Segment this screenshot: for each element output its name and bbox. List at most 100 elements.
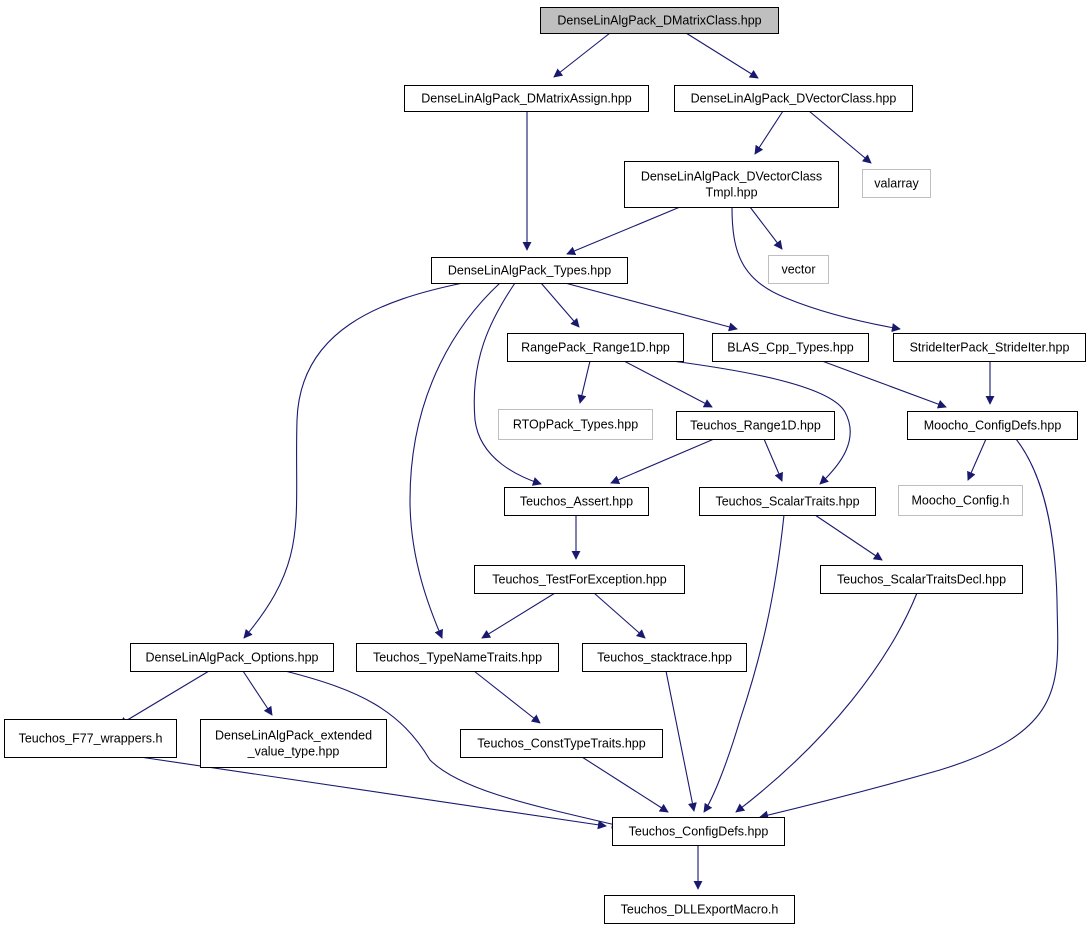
node-label: Teuchos_TypeNameTraits.hpp [373, 651, 542, 665]
node-rtop-types: RTOpPack_Types.hpp [498, 409, 653, 440]
node-label: RTOpPack_Types.hpp [513, 418, 638, 432]
node-vector: vector [768, 255, 829, 284]
edge-blas-types-to-moocho-configdefs [821, 360, 947, 409]
node-label: DenseLinAlgPack_DVectorClass [641, 170, 822, 184]
edge-dvector-tmpl-to-strideiter [731, 206, 901, 333]
node-extended-value[interactable]: DenseLinAlgPack_extended _value_type.hpp [200, 719, 387, 768]
node-label: Teuchos_ConfigDefs.hpp [629, 825, 769, 839]
node-label: Moocho_Config.h [912, 494, 1010, 508]
edge-moocho-configdefs-to-moocho-config [967, 438, 987, 481]
node-range1d[interactable]: RangePack_Range1D.hpp [507, 333, 684, 362]
node-label: StrideIterPack_StrideIter.hpp [910, 341, 1070, 355]
node-teuchos-configdefs[interactable]: Teuchos_ConfigDefs.hpp [612, 817, 785, 846]
node-typenametraits[interactable]: Teuchos_TypeNameTraits.hpp [356, 643, 559, 672]
edge-scalartraitsdecl-to-teuchos-configdefs [735, 592, 918, 813]
node-box [712, 333, 869, 362]
edge-f77-wrappers-to-teuchos-configdefs [139, 756, 607, 830]
node-box [504, 487, 649, 516]
node-label: BLAS_Cpp_Types.hpp [727, 341, 854, 355]
node-dmatrix-assign[interactable]: DenseLinAlgPack_DMatrixAssign.hpp [404, 85, 649, 112]
node-label: DenseLinAlgPack_DMatrixAssign.hpp [421, 92, 632, 106]
node-box [768, 255, 829, 284]
edge-stacktrace-to-teuchos-configdefs [665, 670, 697, 812]
edge-range1d-to-teuchos-range1d [623, 360, 713, 408]
node-label: DenseLinAlgPack_Options.hpp [145, 651, 318, 665]
node-scalartraitsdecl[interactable]: Teuchos_ScalarTraitsDecl.hpp [820, 565, 1023, 594]
node-box [404, 85, 649, 112]
node-blas-types[interactable]: BLAS_Cpp_Types.hpp [712, 333, 869, 362]
node-box [676, 411, 835, 440]
edge-teuchos-range1d-to-teuchos-assert [610, 438, 715, 484]
node-box [604, 895, 795, 924]
node-label: Teuchos_stacktrace.hpp [597, 651, 732, 665]
node-box [582, 643, 747, 672]
node-strideiter[interactable]: StrideIterPack_StrideIter.hpp [893, 333, 1086, 362]
node-dllexport[interactable]: Teuchos_DLLExportMacro.h [604, 895, 795, 924]
node-valarray: valarray [862, 169, 931, 198]
edge-types-to-range1d [540, 282, 580, 328]
node-stacktrace[interactable]: Teuchos_stacktrace.hpp [582, 643, 747, 672]
edge-scalartraits-to-teuchos-configdefs [703, 514, 785, 813]
node-box [507, 333, 684, 362]
node-options[interactable]: DenseLinAlgPack_Options.hpp [130, 643, 334, 672]
node-box [356, 643, 559, 672]
node-box [474, 565, 685, 594]
node-box [4, 719, 177, 758]
node-label: Teuchos_ScalarTraits.hpp [715, 495, 859, 509]
node-types[interactable]: DenseLinAlgPack_Types.hpp [431, 257, 628, 284]
edge-moocho-configdefs-to-teuchos-configdefs [759, 438, 1059, 820]
node-dvector-class[interactable]: DenseLinAlgPack_DVectorClass.hpp [674, 85, 913, 112]
node-scalartraits[interactable]: Teuchos_ScalarTraits.hpp [699, 487, 876, 516]
node-testforexception[interactable]: Teuchos_TestForException.hpp [474, 565, 685, 594]
node-dmatrix-class[interactable]: DenseLinAlgPack_DMatrixClass.hpp [540, 7, 779, 34]
edge-options-to-teuchos-configdefs [284, 670, 621, 829]
node-label: DenseLinAlgPack_extended [215, 729, 372, 743]
node-box [460, 729, 663, 758]
node-f77-wrappers[interactable]: Teuchos_F77_wrappers.h [4, 719, 177, 758]
edge-scalartraits-to-scalartraitsdecl [814, 514, 883, 561]
node-label: DenseLinAlgPack_DVectorClass.hpp [691, 92, 897, 106]
node-label: Teuchos_ConstTypeTraits.hpp [477, 737, 645, 751]
edge-typenametraits-to-consttypetraits [473, 670, 541, 724]
node-label: _value_type.hpp [247, 745, 340, 759]
edge-range1d-to-rtop-types [577, 360, 591, 404]
node-box [200, 719, 387, 768]
node-label: Teuchos_TestForException.hpp [492, 573, 666, 587]
edge-types-to-options [243, 282, 464, 639]
node-box [674, 85, 913, 112]
node-box [612, 817, 785, 846]
edge-options-to-f77-wrappers [118, 670, 210, 726]
edge-testforexception-to-typenametraits [481, 592, 556, 639]
node-box [893, 333, 1086, 362]
node-box [624, 161, 839, 208]
edge-dmatrix-class-to-dvector-class [685, 32, 759, 79]
edge-teuchos-range1d-to-scalartraits [763, 438, 783, 482]
node-label: DenseLinAlgPack_DMatrixClass.hpp [557, 14, 761, 28]
node-box [820, 565, 1023, 594]
node-label: Moocho_ConfigDefs.hpp [924, 419, 1062, 433]
edge-testforexception-to-stacktrace [593, 592, 646, 639]
node-label: valarray [874, 177, 919, 191]
node-box [130, 643, 334, 672]
edge-options-to-extended-value [242, 670, 273, 716]
edge-range1d-to-scalartraits [671, 360, 851, 485]
edge-types-to-typenametraits [409, 282, 501, 639]
node-teuchos-assert[interactable]: Teuchos_Assert.hpp [504, 487, 649, 516]
node-consttypetraits[interactable]: Teuchos_ConstTypeTraits.hpp [460, 729, 663, 758]
node-label: Teuchos_DLLExportMacro.h [621, 903, 779, 917]
edge-dvector-class-to-dvector-tmpl [754, 110, 784, 155]
node-box [431, 257, 628, 284]
edge-types-to-teuchos-assert [473, 282, 542, 486]
edge-dvector-tmpl-to-types [566, 206, 681, 256]
edge-consttypetraits-to-teuchos-configdefs [581, 756, 669, 813]
node-box [540, 7, 779, 34]
edge-dvector-class-to-valarray [808, 110, 872, 164]
node-label: Tmpl.hpp [705, 186, 757, 200]
node-label: RangePack_Range1D.hpp [521, 341, 670, 355]
node-moocho-configdefs[interactable]: Moocho_ConfigDefs.hpp [907, 411, 1078, 440]
node-teuchos-range1d[interactable]: Teuchos_Range1D.hpp [676, 411, 835, 440]
node-box [699, 487, 876, 516]
node-box [898, 485, 1023, 516]
